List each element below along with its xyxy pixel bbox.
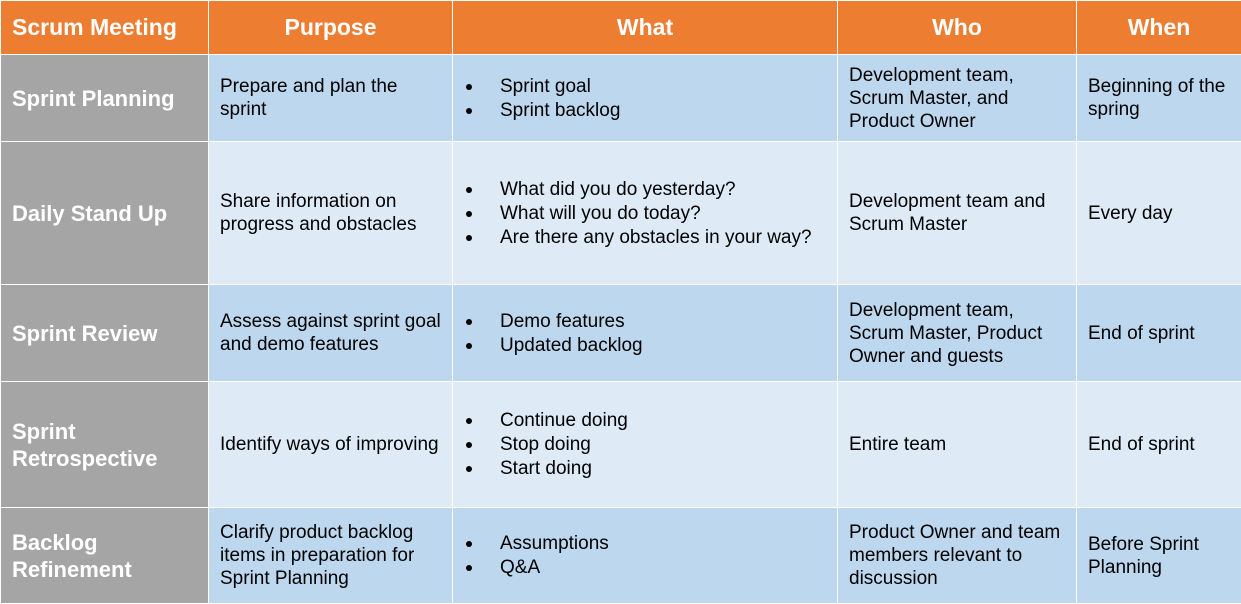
what-list: Demo features Updated backlog	[464, 310, 826, 357]
table-row: Backlog Refinement Clarify product backl…	[1, 508, 1241, 604]
what-list: Sprint goal Sprint backlog	[464, 75, 826, 122]
meeting-name-cell: Sprint Planning	[1, 55, 209, 142]
when-cell: Every day	[1077, 142, 1241, 285]
what-cell: What did you do yesterday? What will you…	[453, 142, 838, 285]
purpose-cell: Assess against sprint goal and demo feat…	[209, 285, 453, 382]
who-cell: Development team and Scrum Master	[838, 142, 1077, 285]
list-item: Start doing	[464, 457, 826, 480]
who-cell: Product Owner and team members relevant …	[838, 508, 1077, 604]
header-purpose: Purpose	[209, 1, 453, 55]
header-scrum-meeting: Scrum Meeting	[1, 1, 209, 55]
purpose-cell: Identify ways of improving	[209, 382, 453, 508]
when-cell: End of sprint	[1077, 382, 1241, 508]
who-cell: Development team, Scrum Master, and Prod…	[838, 55, 1077, 142]
meeting-name-cell: Sprint Retrospective	[1, 382, 209, 508]
list-item: What did you do yesterday?	[464, 178, 826, 201]
what-cell: Continue doing Stop doing Start doing	[453, 382, 838, 508]
what-cell: Assumptions Q&A	[453, 508, 838, 604]
header-who: Who	[838, 1, 1077, 55]
list-item: Updated backlog	[464, 334, 826, 357]
list-item: Stop doing	[464, 433, 826, 456]
header-row: Scrum Meeting Purpose What Who When	[1, 1, 1241, 55]
who-cell: Entire team	[838, 382, 1077, 508]
list-item: What will you do today?	[464, 202, 826, 225]
list-item: Q&A	[464, 556, 826, 579]
list-item: Are there any obstacles in your way?	[464, 226, 826, 249]
table-row: Sprint Planning Prepare and plan the spr…	[1, 55, 1241, 142]
meeting-name-cell: Backlog Refinement	[1, 508, 209, 604]
what-list: Continue doing Stop doing Start doing	[464, 409, 826, 480]
what-list: Assumptions Q&A	[464, 532, 826, 579]
what-cell: Sprint goal Sprint backlog	[453, 55, 838, 142]
what-list: What did you do yesterday? What will you…	[464, 178, 826, 249]
list-item: Demo features	[464, 310, 826, 333]
table-row: Sprint Retrospective Identify ways of im…	[1, 382, 1241, 508]
meeting-name-cell: Daily Stand Up	[1, 142, 209, 285]
header-what: What	[453, 1, 838, 55]
when-cell: Before Sprint Planning	[1077, 508, 1241, 604]
table-row: Daily Stand Up Share information on prog…	[1, 142, 1241, 285]
list-item: Sprint backlog	[464, 99, 826, 122]
purpose-cell: Share information on progress and obstac…	[209, 142, 453, 285]
what-cell: Demo features Updated backlog	[453, 285, 838, 382]
table-row: Sprint Review Assess against sprint goal…	[1, 285, 1241, 382]
header-when: When	[1077, 1, 1241, 55]
list-item: Continue doing	[464, 409, 826, 432]
who-cell: Development team, Scrum Master, Product …	[838, 285, 1077, 382]
when-cell: Beginning of the spring	[1077, 55, 1241, 142]
purpose-cell: Clarify product backlog items in prepara…	[209, 508, 453, 604]
meeting-name-cell: Sprint Review	[1, 285, 209, 382]
when-cell: End of sprint	[1077, 285, 1241, 382]
purpose-cell: Prepare and plan the sprint	[209, 55, 453, 142]
list-item: Assumptions	[464, 532, 826, 555]
list-item: Sprint goal	[464, 75, 826, 98]
